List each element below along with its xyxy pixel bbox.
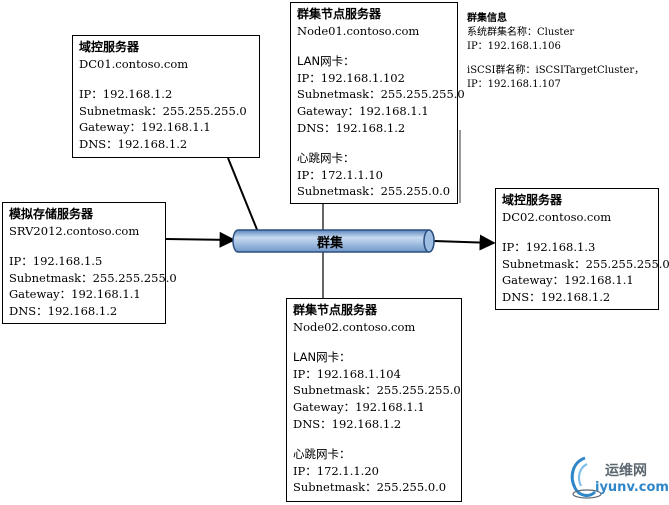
node02-lan-gateway: Gateway：192.168.1.1	[293, 399, 425, 414]
dc02-title: 域控服务器	[502, 193, 563, 207]
dc02-mask: Subnetmask：255.255.255.0	[502, 256, 669, 271]
cluster-pipe-label: 群集	[316, 236, 343, 251]
dc01-hostname: DC01.contoso.com	[79, 56, 189, 71]
dc01-ip: IP：192.168.1.2	[79, 87, 173, 102]
dc02-server-box: 域控服务器 DC02.contoso.com IP：192.168.1.3 Su…	[495, 188, 669, 310]
storage-server-box: 模拟存储服务器 SRV2012.contoso.com IP：192.168.1…	[2, 202, 177, 324]
dc02-dns: DNS：192.168.1.2	[502, 289, 611, 304]
storage-hostname: SRV2012.contoso.com	[9, 223, 140, 238]
node02-heartbeat-ip: IP：172.1.1.20	[293, 463, 379, 478]
node01-lan-gateway: Gateway：192.168.1.1	[297, 103, 429, 118]
cluster-info-name: 系统群集名称：Cluster	[467, 27, 575, 38]
node01-title: 群集节点服务器	[297, 7, 382, 21]
watermark-en-text: iyunv.com	[595, 480, 669, 495]
storage-mask: Subnetmask：255.255.255.0	[9, 270, 177, 285]
watermark-logo: 运维网 iyunv.com	[563, 452, 669, 504]
node01-lan-ip: IP：192.168.1.102	[297, 70, 405, 85]
storage-dns: DNS：192.168.1.2	[9, 303, 118, 318]
watermark-cn-text: 运维网	[605, 463, 647, 479]
node01-heartbeat-title: 心跳网卡：	[297, 151, 355, 166]
node02-lan-ip: IP：192.168.1.104	[293, 366, 401, 381]
node02-heartbeat-mask: Subnetmask：255.255.0.0	[293, 480, 447, 495]
cluster-info-panel: 群集信息 系统群集名称：Cluster IP：192.168.1.106 iSC…	[467, 12, 644, 92]
dc01-title: 域控服务器	[79, 40, 140, 54]
node02-lan-title: LAN网卡：	[293, 350, 351, 365]
node02-lan-dns: DNS：192.168.1.2	[293, 416, 402, 431]
node02-heartbeat-title: 心跳网卡：	[293, 447, 351, 462]
node01-server-box: 群集节点服务器 Node01.contoso.com LAN网卡： IP：192…	[290, 2, 465, 204]
dc02-hostname: DC02.contoso.com	[502, 209, 612, 224]
storage-title: 模拟存储服务器	[9, 207, 94, 221]
cluster-info-iscsi-name: iSCSI群名称：iSCSITargetCluster，	[467, 65, 645, 76]
cluster-pipe	[232, 229, 435, 253]
link-dc01-pipe	[227, 157, 259, 233]
link-pipe-dc02	[433, 234, 496, 251]
dc01-dns: DNS：192.168.1.2	[79, 136, 188, 151]
storage-ip: IP：192.168.1.5	[9, 254, 103, 269]
dc02-ip: IP：192.168.1.3	[502, 240, 596, 255]
link-storage-pipe	[165, 231, 236, 248]
node02-server-box: 群集节点服务器 Node02.contoso.com LAN网卡： IP：192…	[286, 298, 462, 502]
node01-hostname: Node01.contoso.com	[297, 23, 420, 38]
node02-lan-mask: Subnetmask：255.255.255.0	[293, 383, 461, 398]
node01-lan-mask: Subnetmask：255.255.255.0	[297, 87, 465, 102]
node01-heartbeat-mask: Subnetmask：255.255.0.0	[297, 184, 451, 199]
node01-lan-title: LAN网卡：	[297, 54, 355, 69]
node01-heartbeat-ip: IP：172.1.1.10	[297, 167, 383, 182]
node01-lan-dns: DNS：192.168.1.2	[297, 120, 406, 135]
node02-hostname: Node02.contoso.com	[293, 319, 416, 334]
dc01-server-box: 域控服务器 DC01.contoso.com IP：192.168.1.2 Su…	[72, 35, 260, 158]
storage-gateway: Gateway：192.168.1.1	[9, 287, 141, 302]
dc02-gateway: Gateway：192.168.1.1	[502, 273, 634, 288]
cluster-info-iscsi-ip: IP：192.168.1.107	[467, 79, 561, 90]
dc01-gateway: Gateway：192.168.1.1	[79, 120, 211, 135]
cluster-info-title: 群集信息	[467, 13, 507, 24]
node02-title: 群集节点服务器	[293, 303, 378, 317]
watermark-swirl-icon	[570, 456, 602, 499]
dc01-mask: Subnetmask：255.255.255.0	[79, 103, 247, 118]
cluster-info-ip: IP：192.168.1.106	[467, 41, 561, 52]
